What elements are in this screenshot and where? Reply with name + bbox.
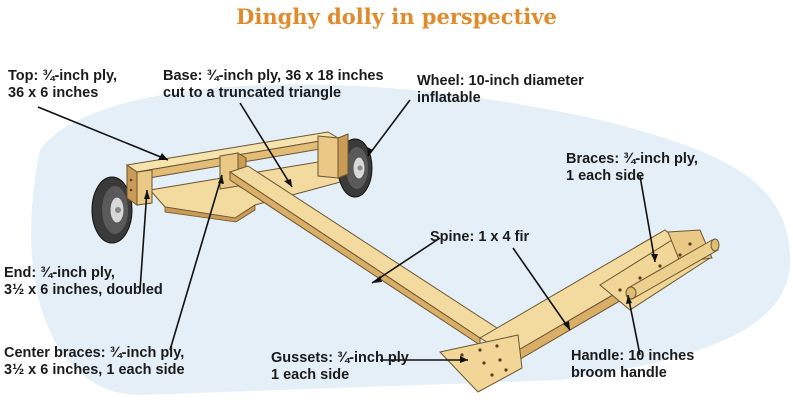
label-gussets: Gussets: ¾-inch ply 1 each side bbox=[271, 350, 409, 384]
left-wheel bbox=[91, 176, 133, 244]
label-top-line-1: Top: ¾-inch ply, bbox=[8, 68, 118, 84]
label-braces: Braces: ¾-inch ply, 1 each side bbox=[566, 151, 698, 185]
label-base-line-2: cut to a truncated triangle bbox=[163, 85, 342, 101]
label-wheel-line-2: inflatable bbox=[417, 90, 481, 106]
label-braces-line-2: 1 each side bbox=[566, 168, 645, 184]
label-braces-line-1: Braces: ¾-inch ply, bbox=[566, 151, 698, 167]
label-end: End: ¾-inch ply, 3½ x 6 inches, doubled bbox=[4, 265, 163, 299]
label-wheel: Wheel: 10-inch diameter inflatable bbox=[417, 73, 584, 107]
leader-lines bbox=[37, 99, 656, 361]
label-handle: Handle: 10 inches broom handle bbox=[571, 348, 694, 382]
label-end-line-1: End: ¾-inch ply, bbox=[4, 265, 115, 281]
label-base: Base: ¾-inch ply, 36 x 18 inches cut to … bbox=[163, 68, 384, 102]
label-top: Top: ¾-inch ply, 36 x 6 inches bbox=[8, 68, 117, 102]
label-spine: Spine: 1 x 4 fir bbox=[430, 229, 529, 246]
right-end-block bbox=[317, 133, 349, 179]
label-gussets-line-1: Gussets: ¾-inch ply bbox=[271, 350, 409, 366]
gussets bbox=[439, 334, 523, 393]
diagram-title: Dinghy dolly in perspective bbox=[236, 4, 557, 29]
label-base-line-1: Base: ¾-inch ply, 36 x 18 inches bbox=[163, 68, 384, 84]
label-gussets-line-2: 1 each side bbox=[271, 367, 350, 383]
leader-arrowheads bbox=[144, 147, 658, 363]
label-handle-line-1: Handle: 10 inches bbox=[571, 348, 695, 364]
label-center-braces-line-1: Center braces: ¾-inch ply, bbox=[4, 345, 185, 361]
label-handle-line-2: broom handle bbox=[571, 365, 667, 381]
label-top-line-2: 36 x 6 inches bbox=[8, 85, 99, 101]
label-center-braces-line-2: 3½ x 6 inches, 1 each side bbox=[4, 362, 185, 378]
label-wheel-line-1: Wheel: 10-inch diameter bbox=[417, 73, 584, 89]
label-spine-line-1: Spine: 1 x 4 fir bbox=[430, 229, 530, 245]
label-end-line-2: 3½ x 6 inches, doubled bbox=[4, 282, 163, 298]
label-center-braces: Center braces: ¾-inch ply, 3½ x 6 inches… bbox=[4, 345, 185, 379]
